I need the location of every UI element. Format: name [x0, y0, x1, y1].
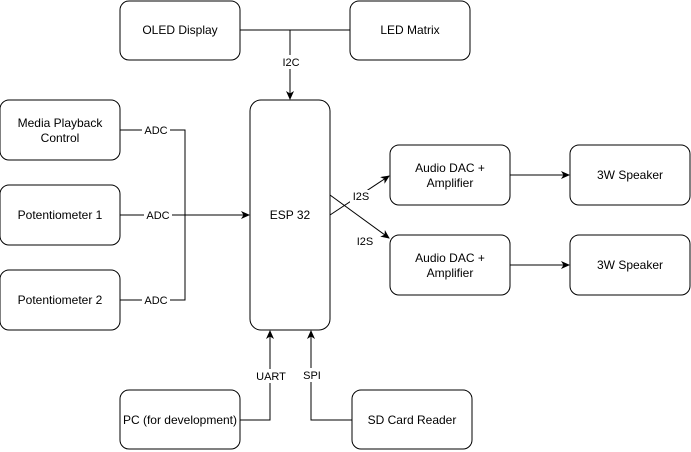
edges	[120, 29, 570, 421]
node-label-line1: Media Playback	[18, 116, 104, 130]
node-led-matrix: LED Matrix	[349, 0, 471, 61]
edge-label-adc-media: ADC	[144, 125, 167, 137]
edge-label-spi: SPI	[303, 370, 321, 382]
edge-spi	[307, 330, 352, 421]
node-label-line2: Control	[41, 131, 80, 145]
node-potentiometer-2: Potentiometer 2	[0, 269, 121, 331]
node-label-line1: Audio DAC +	[415, 251, 485, 265]
edge-i2s-dac2	[329, 194, 390, 239]
node-label-line2: Amplifier	[427, 266, 474, 280]
edge-label-i2c: I2C	[282, 57, 299, 69]
node-media-playback-control: Media Playback Control	[0, 99, 121, 161]
node-label: SD Card Reader	[368, 413, 457, 427]
node-oled-display: OLED Display	[119, 0, 241, 61]
node-speaker-2: 3W Speaker	[569, 234, 691, 296]
node-audio-dac-2: Audio DAC + Amplifier	[389, 234, 511, 296]
edge-label-adc-pot2: ADC	[144, 295, 167, 307]
node-label: Potentiometer 2	[18, 293, 103, 307]
edge-label-i2s-2: I2S	[357, 236, 374, 248]
edge-label-i2s-1: I2S	[353, 191, 370, 203]
node-audio-dac-1: Audio DAC + Amplifier	[389, 144, 511, 206]
edge-label-adc-pot1: ADC	[146, 210, 169, 222]
node-label-line1: Audio DAC +	[415, 161, 485, 175]
edge-uart	[240, 330, 274, 421]
node-label: OLED Display	[142, 23, 217, 37]
node-label: ESP 32	[270, 208, 311, 222]
node-sd-card-reader: SD Card Reader	[351, 389, 473, 450]
node-potentiometer-1: Potentiometer 1	[0, 184, 121, 246]
node-label: LED Matrix	[380, 23, 439, 37]
node-label: 3W Speaker	[597, 168, 663, 182]
node-esp32: ESP 32	[249, 99, 331, 331]
node-label: Potentiometer 1	[18, 208, 103, 222]
node-label-line2: Amplifier	[427, 176, 474, 190]
edge-labels: I2C ADC ADC ADC I2S I2S UART SPI	[142, 55, 376, 383]
node-label: 3W Speaker	[597, 258, 663, 272]
node-label: PC (for development)	[123, 413, 237, 427]
node-pc: PC (for development)	[119, 389, 241, 450]
node-speaker-1: 3W Speaker	[569, 144, 691, 206]
edge-label-uart: UART	[256, 371, 286, 383]
